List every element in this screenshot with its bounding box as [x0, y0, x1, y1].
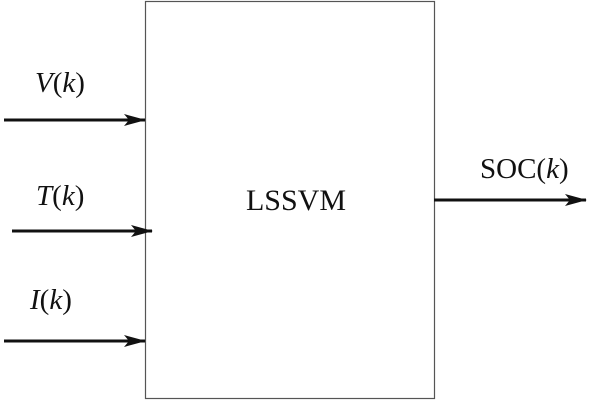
input-v-label: V(k) [35, 67, 85, 99]
output-soc: SOC(k) [434, 153, 587, 206]
input-i: I(k) [4, 284, 146, 347]
input-i-label: I(k) [29, 284, 72, 316]
output-soc-label: SOC(k) [480, 153, 569, 185]
lssvm-block [144, 0, 436, 400]
input-v: V(k) [4, 67, 146, 126]
input-t: T(k) [12, 180, 153, 237]
lssvm-block-label: LSSVM [246, 184, 346, 217]
input-t-label: T(k) [36, 180, 84, 212]
